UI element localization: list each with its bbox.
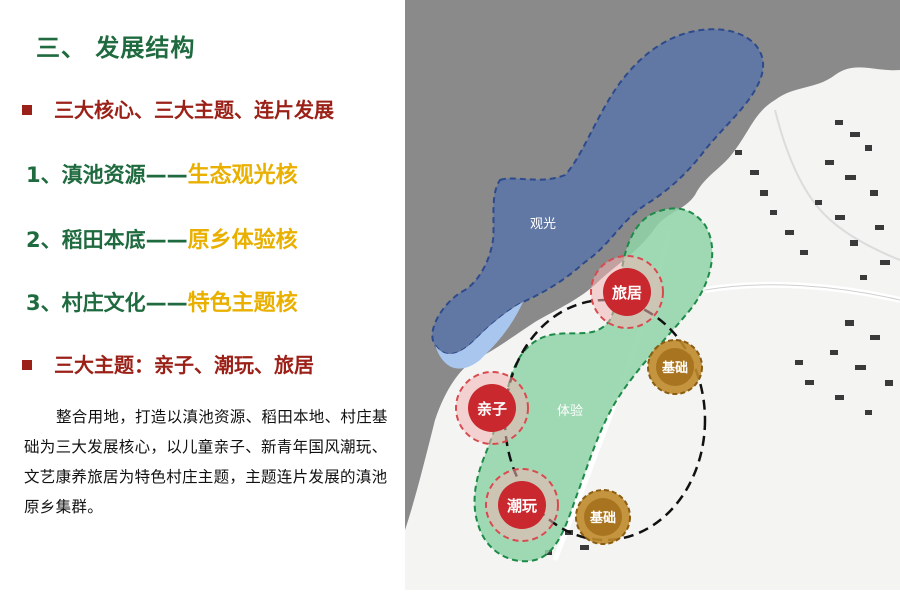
node-lvju-label: 旅居 bbox=[612, 284, 642, 302]
node-lvju: 旅居 bbox=[590, 255, 664, 329]
structure-map: 观光 体验 旅居 亲子 潮玩 基础 bbox=[405, 0, 900, 590]
bullet-three-themes-text: 三大主题：亲子、潮玩、旅居 bbox=[54, 353, 314, 377]
core-item-3: 3、村庄文化——特色主题核 bbox=[26, 285, 298, 317]
bullet-three-themes: 三大主题：亲子、潮玩、旅居 bbox=[22, 349, 314, 378]
node-chaowan-label: 潮玩 bbox=[507, 497, 537, 515]
zone-guanguang bbox=[431, 28, 765, 355]
core-item-1-prefix: 1、滇池资源—— bbox=[26, 163, 188, 187]
map-svg: 观光 体验 旅居 亲子 潮玩 基础 bbox=[405, 0, 900, 590]
zone-guanguang-shore bbox=[435, 302, 523, 369]
description-paragraph: 整合用地，打造以滇池资源、稻田本地、村庄基础为三大发展核心，以儿童亲子、新青年国… bbox=[24, 408, 388, 516]
lake-water bbox=[405, 0, 900, 530]
core-item-2-prefix: 2、稻田本底—— bbox=[26, 228, 188, 252]
node-chaowan: 潮玩 bbox=[485, 468, 559, 542]
core-item-1-highlight: 生态观光核 bbox=[187, 163, 298, 188]
node-jichu-1: 基础 bbox=[647, 339, 703, 395]
zone-tiyan-label: 体验 bbox=[557, 403, 583, 419]
node-jichu-2-label: 基础 bbox=[589, 510, 616, 526]
section-title: 三、 发展结构 bbox=[36, 34, 196, 62]
square-bullet-icon bbox=[22, 104, 32, 115]
core-item-2: 2、稻田本底——原乡体验核 bbox=[26, 222, 298, 254]
bullet-three-cores-text: 三大核心、三大主题、连片发展 bbox=[54, 98, 334, 122]
core-item-3-prefix: 3、村庄文化—— bbox=[26, 291, 188, 315]
node-qinzi-label: 亲子 bbox=[477, 400, 507, 418]
node-jichu-2: 基础 bbox=[575, 489, 631, 545]
core-item-2-highlight: 原乡体验核 bbox=[187, 228, 298, 253]
road-east bbox=[774, 109, 900, 261]
node-jichu-1-label: 基础 bbox=[661, 360, 688, 376]
core-item-3-highlight: 特色主题核 bbox=[187, 291, 298, 316]
left-text-panel: 三、 发展结构 三大核心、三大主题、连片发展 1、滇池资源——生态观光核 2、稻… bbox=[0, 0, 405, 590]
zone-guanguang-label: 观光 bbox=[530, 217, 556, 232]
square-bullet-icon bbox=[22, 359, 32, 370]
core-item-1: 1、滇池资源——生态观光核 bbox=[26, 157, 298, 189]
road-main-edge bbox=[704, 284, 900, 301]
bullet-three-cores: 三大核心、三大主题、连片发展 bbox=[22, 94, 334, 123]
node-qinzi: 亲子 bbox=[455, 371, 529, 445]
